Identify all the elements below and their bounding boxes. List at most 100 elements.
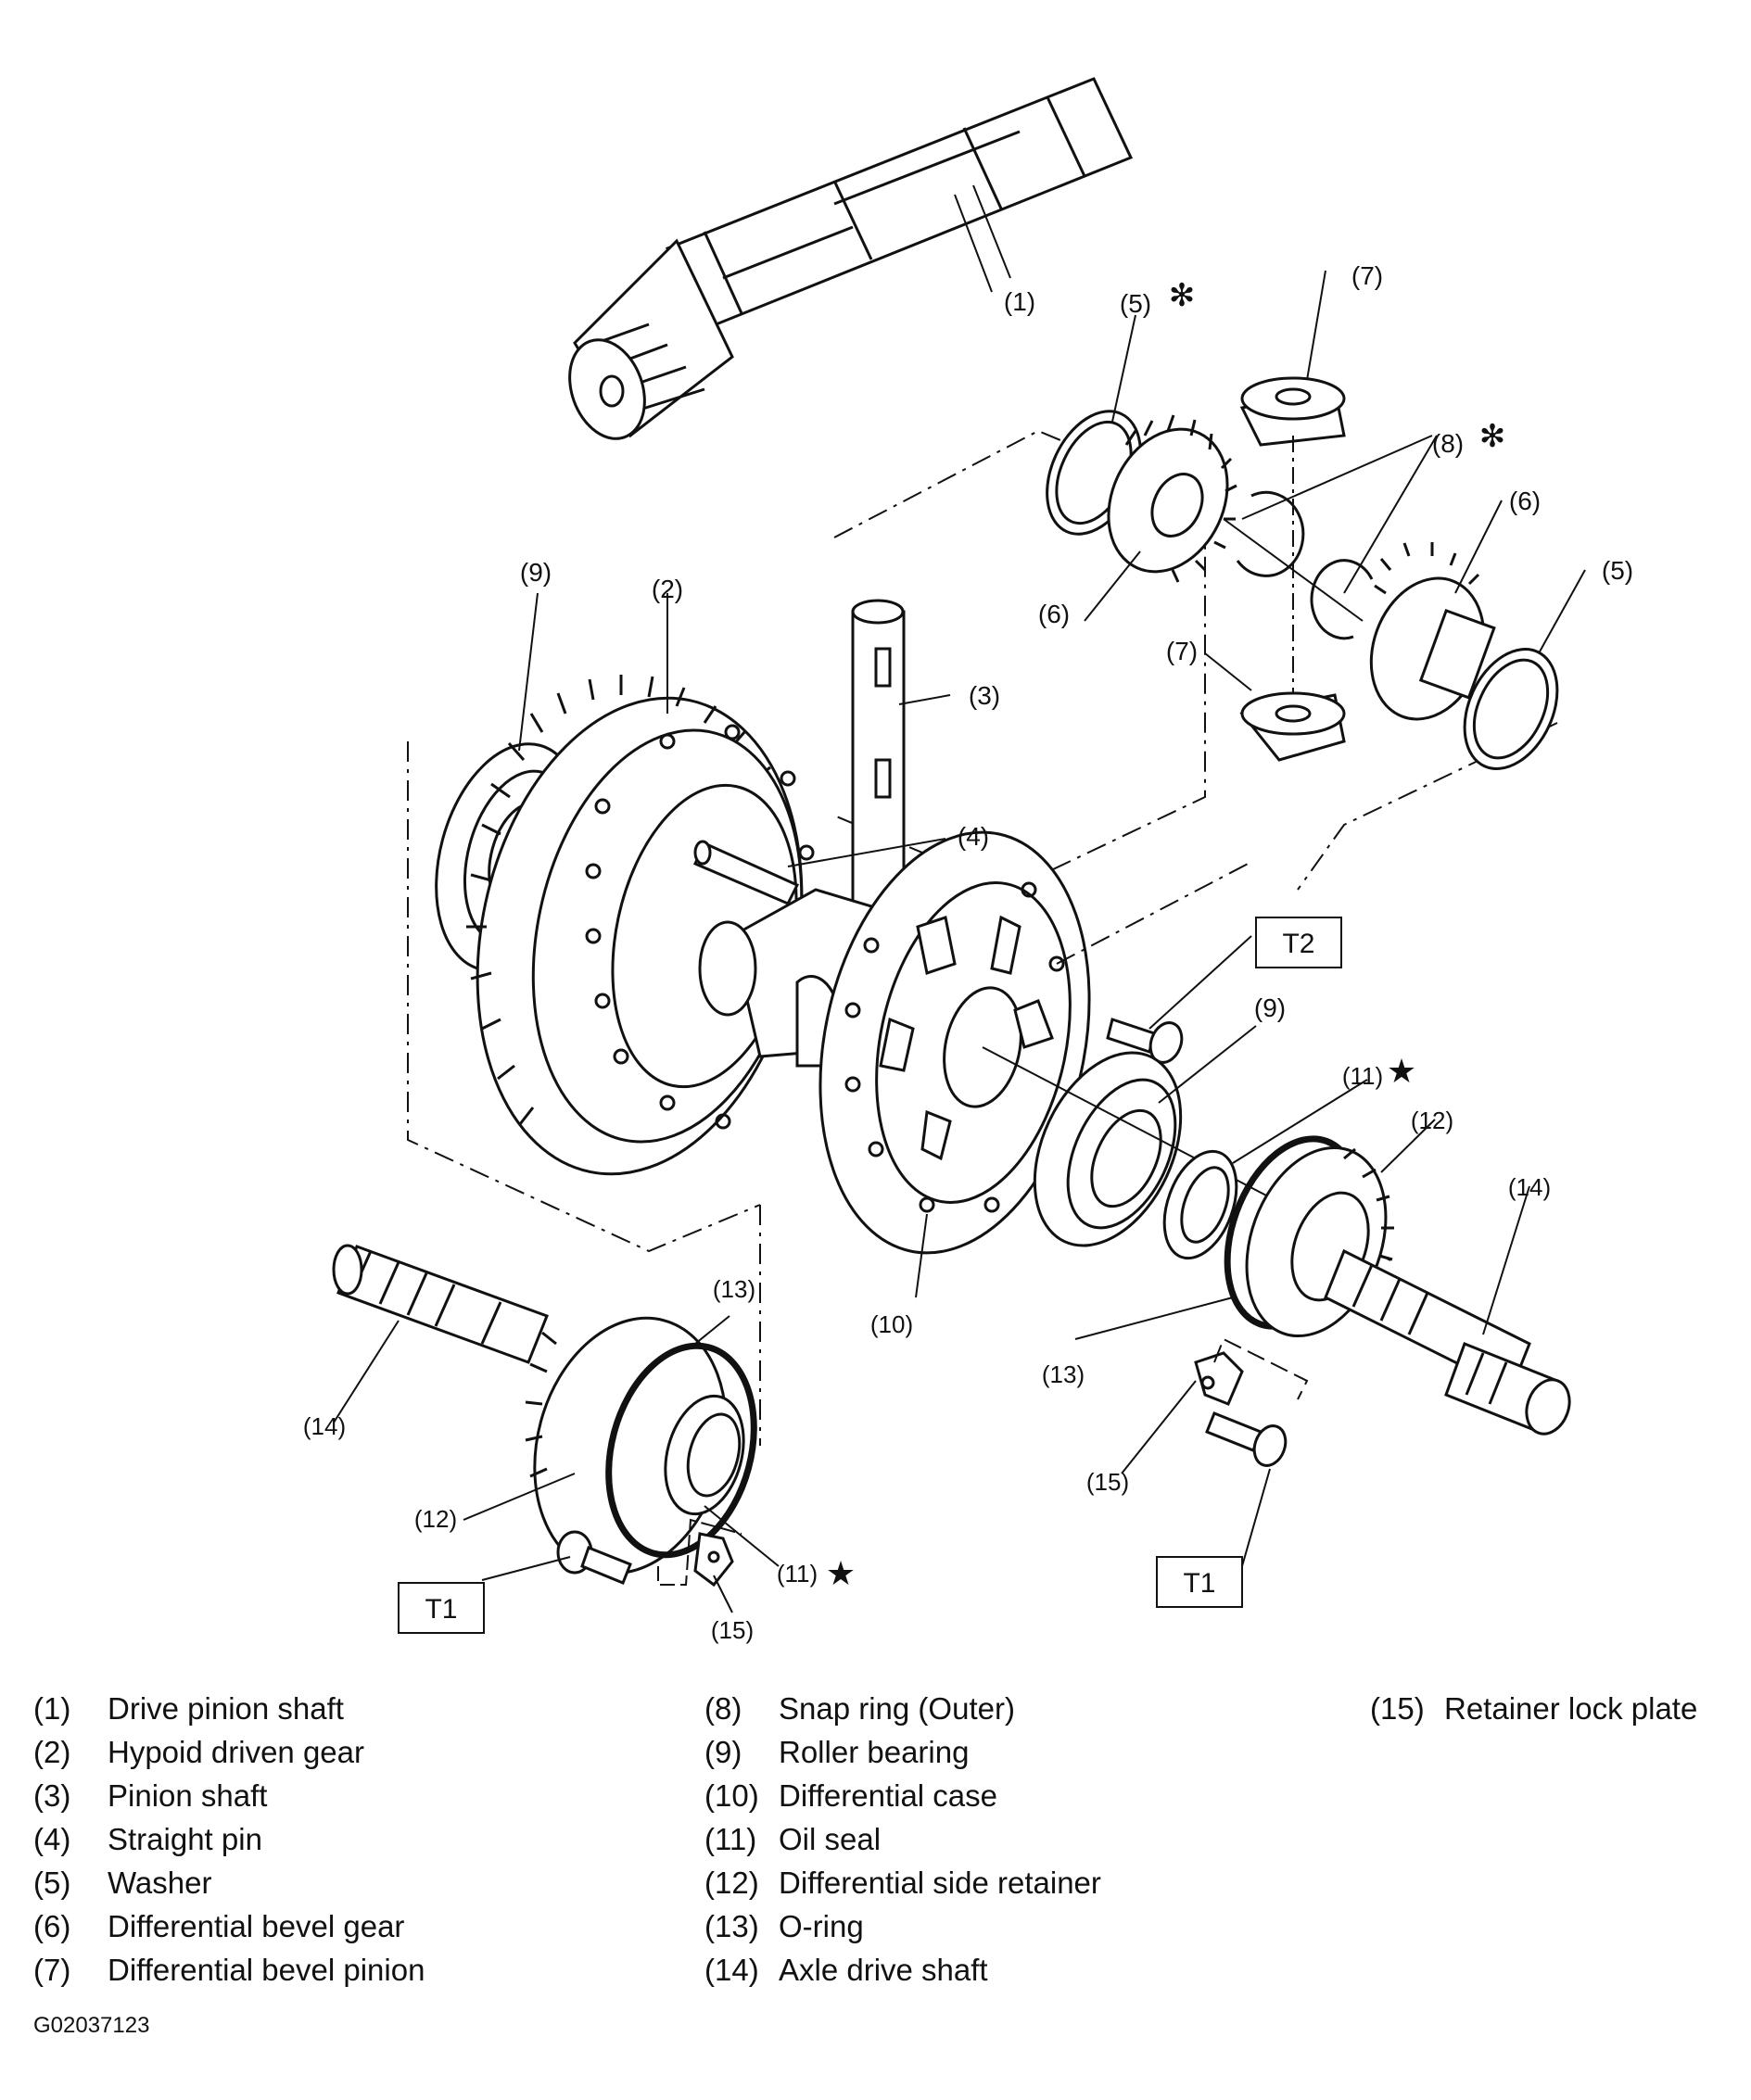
axle-drive-shaft-left: [332, 1244, 549, 1364]
callout-13a: (13): [713, 1275, 755, 1303]
drive-pinion-shaft: [568, 77, 1134, 440]
legend-item-label: Straight pin: [108, 1822, 262, 1856]
hypoid-driven-gear: [466, 675, 815, 1176]
legend-item-number: (6): [33, 1909, 71, 1943]
legend-item-number: (2): [33, 1735, 71, 1769]
bevel-gear-lower: [1369, 542, 1496, 721]
callout-15a: (15): [1086, 1468, 1129, 1496]
straight-pin: [693, 840, 800, 905]
legend-item-number: (9): [704, 1735, 742, 1769]
callout-12a: (12): [1411, 1107, 1453, 1134]
lock-plate-right: [1194, 1351, 1244, 1406]
legend-item-label: Differential bevel pinion: [108, 1953, 425, 1987]
torque-box-t2: T2: [1255, 917, 1342, 968]
torque-label-t1-right: T1: [1183, 1568, 1215, 1599]
legend-item-label: Retainer lock plate: [1444, 1691, 1698, 1726]
callout-15b: (15): [711, 1616, 754, 1644]
legend-item-label: Differential side retainer: [779, 1866, 1101, 1900]
star-11b: ★: [826, 1554, 856, 1592]
axle-drive-shaft-right: [1324, 1248, 1571, 1436]
legend-item-number: (12): [704, 1866, 759, 1900]
legend-item-label: Hypoid driven gear: [108, 1735, 364, 1769]
torque-box-t1-left: T1: [398, 1582, 485, 1634]
legend-item: (5) Washer: [33, 1861, 425, 1904]
bevel-gear-upper: [1107, 414, 1237, 583]
callout-10: (10): [870, 1310, 913, 1338]
legend-item: (3)Pinion shaft: [33, 1774, 425, 1817]
legend-item: (9) Roller bearing: [704, 1730, 1101, 1774]
legend-item-label: Differential case: [779, 1778, 998, 1813]
legend-item-number: (13): [704, 1909, 759, 1943]
legend-item: (12) Differential side retainer: [704, 1861, 1101, 1904]
bolt-t1-right: [1205, 1411, 1288, 1467]
callout-11b: (11): [777, 1560, 818, 1588]
snap-ring-b: [1310, 559, 1374, 640]
callout-9a: (9): [520, 558, 552, 587]
callout-5b: (5): [1602, 556, 1633, 585]
legend-item-number: (15): [1370, 1691, 1425, 1726]
legend-item-label: Oil seal: [779, 1822, 882, 1856]
legend-item-label: Washer: [108, 1866, 212, 1900]
legend-column-3: (15) Retainer lock plate: [1370, 1687, 1697, 1730]
legend-item-number: (11): [704, 1822, 757, 1856]
legend-column-1: (1)Drive pinion shaft (2) Hypoid driven ge…: [33, 1687, 425, 1992]
callout-3: (3): [969, 681, 1000, 710]
legend-item-number: (5): [33, 1866, 71, 1900]
legend-item-number: (10): [704, 1778, 759, 1813]
roller-bearing-right: [1033, 1051, 1183, 1247]
exploded-differential-diagram: (1) (5) ✻ (7) (8) ✻ (6) (5) (6) (7) (9) …: [303, 77, 1633, 1644]
callout-2: (2): [652, 575, 683, 603]
torque-label-t1-left: T1: [425, 1594, 457, 1625]
asterisk-8: ✻: [1479, 419, 1506, 454]
legend-column-2: (8) Snap ring (Outer) (9) Roller bearing (10…: [704, 1687, 1101, 1992]
legend-item-number: (14): [704, 1953, 759, 1987]
callout-14a: (14): [1508, 1173, 1551, 1201]
star-11a: ★: [1387, 1052, 1416, 1090]
bevel-pinion-lower: [1239, 691, 1346, 762]
callout-11a: (11): [1342, 1062, 1383, 1090]
callout-9b: (9): [1254, 993, 1286, 1022]
torque-box-t1-right: T1: [1156, 1556, 1243, 1608]
callout-4: (4): [958, 822, 989, 851]
oil-seal-right: [1162, 1149, 1238, 1260]
legend-item-number: (3): [33, 1778, 71, 1813]
legend-item: (4) Straight pin: [33, 1817, 425, 1861]
differential-case: [698, 830, 1091, 1255]
bolt-t2: [1106, 1018, 1184, 1064]
callout-6a: (6): [1509, 487, 1541, 515]
o-ring-left: [605, 1342, 757, 1559]
callout-7a: (7): [1351, 261, 1383, 290]
callout-13b: (13): [1042, 1360, 1085, 1388]
callout-14b: (14): [303, 1412, 346, 1440]
legend-item-label: Axle drive shaft: [779, 1953, 988, 1987]
legend-item-number: (7): [33, 1953, 71, 1987]
legend-item-label: Drive pinion shaft: [108, 1691, 344, 1726]
side-retainer-left: [525, 1316, 757, 1575]
legend-item-number: (4): [33, 1822, 71, 1856]
bolt-t1-left: [556, 1530, 632, 1585]
figure-id: G02037123: [33, 2013, 150, 2038]
legend-item-label: Roller bearing: [779, 1735, 970, 1769]
legend-item: (7) Differential bevel pinion: [33, 1948, 425, 1992]
legend-item: (6) Differential bevel gear: [33, 1904, 425, 1948]
legend-item-label: O-ring: [779, 1909, 864, 1943]
legend-item: (15) Retainer lock plate: [1370, 1687, 1697, 1730]
legend-item: (1)Drive pinion shaft: [33, 1687, 425, 1730]
legend-item: (10) Differential case: [704, 1774, 1101, 1817]
legend-item: (14) Axle drive shaft: [704, 1948, 1101, 1992]
legend-item-number: (8): [704, 1691, 742, 1726]
callout-5a: (5): [1120, 289, 1151, 318]
torque-label-t2: T2: [1282, 929, 1314, 959]
legend-item: (2) Hypoid driven gear: [33, 1730, 425, 1774]
asterisk-5: ✻: [1169, 278, 1196, 313]
legend-item-label: Snap ring (Outer): [779, 1691, 1015, 1726]
callout-7b: (7): [1166, 637, 1198, 665]
callout-12b: (12): [414, 1505, 457, 1533]
snap-ring-a: [1236, 490, 1305, 577]
legend-item: (8) Snap ring (Outer): [704, 1687, 1101, 1730]
legend-item: (13) O-ring: [704, 1904, 1101, 1948]
legend-item-label: Differential bevel gear: [108, 1909, 405, 1943]
callout-1: (1): [1004, 287, 1035, 316]
bevel-pinion-upper: [1239, 376, 1346, 447]
callout-6b: (6): [1038, 600, 1070, 628]
